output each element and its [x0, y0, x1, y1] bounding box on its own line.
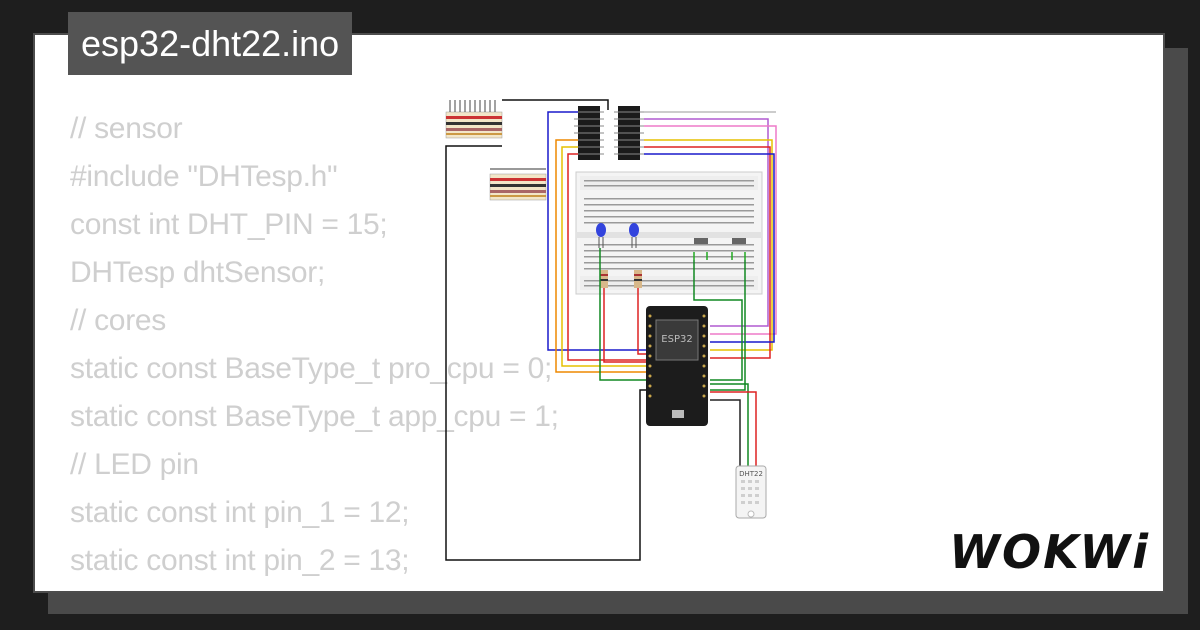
- wokwi-logo: WOKWi: [949, 525, 1150, 579]
- led-blue-1: [596, 223, 606, 248]
- code-line: // LED pin: [70, 448, 199, 481]
- wires: [445, 99, 777, 561]
- code-line: #include "DHTesp.h": [70, 160, 338, 193]
- esp32-board: ESP32: [646, 306, 708, 426]
- shift-register-2: [614, 106, 644, 160]
- resistor-array-middle: [489, 168, 547, 201]
- dht22-sensor: DHT22: [735, 465, 767, 519]
- code-line: // sensor: [70, 112, 183, 145]
- resistor-array-top: [445, 100, 503, 139]
- pushbutton-2: [731, 238, 746, 260]
- resistor-1: [600, 270, 608, 288]
- code-listing: // sensor #include "DHTesp.h" const int …: [70, 105, 559, 591]
- code-line: // cores: [70, 304, 166, 337]
- led-blue-2: [629, 223, 639, 248]
- resistor-2: [634, 270, 642, 288]
- board-label: ESP32: [661, 334, 692, 345]
- code-line: static const BaseType_t app_cpu = 1;: [70, 400, 559, 433]
- project-title: esp32-dht22.ino: [68, 12, 353, 75]
- code-line: static const int pin_1 = 12;: [70, 496, 410, 529]
- sensor-label: DHT22: [739, 470, 763, 478]
- code-line: static const BaseType_t pro_cpu = 0;: [70, 352, 552, 385]
- code-line: static const int pin_2 = 13;: [70, 544, 410, 577]
- code-line: const int DHT_PIN = 15;: [70, 208, 388, 241]
- code-line: DHTesp dhtSensor;: [70, 256, 326, 289]
- shift-register-1: [574, 106, 604, 160]
- pushbutton-1: [693, 238, 708, 260]
